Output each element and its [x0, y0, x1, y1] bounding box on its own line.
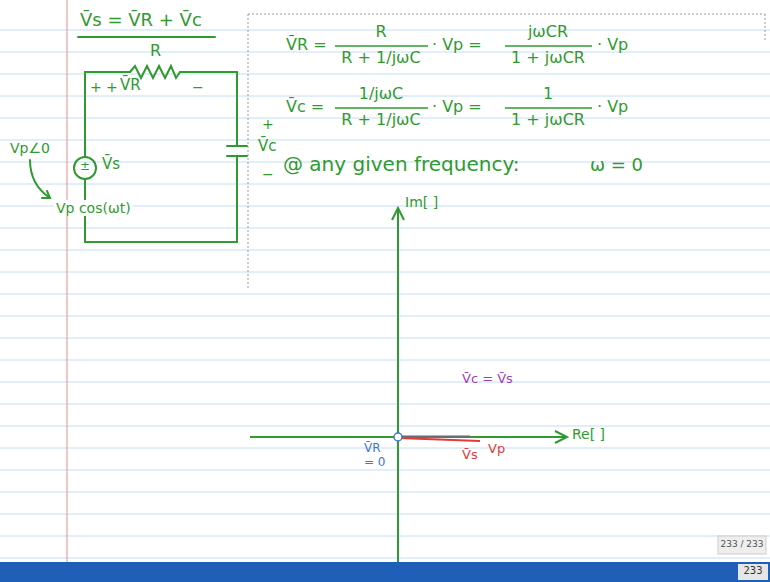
fraction-denominator: 1 + jωCR — [511, 111, 585, 129]
ruled-line — [0, 360, 770, 361]
complex-axes — [250, 208, 567, 562]
axis-label: Re[ ] — [572, 426, 605, 442]
ruled-line — [0, 536, 770, 537]
equation: V̄s = V̄R + V̄c — [80, 10, 202, 31]
fraction-numerator: 1 — [543, 85, 553, 103]
axis-label: Im[ ] — [405, 194, 438, 210]
page-counter: 233 / 233 — [720, 539, 763, 549]
phasor-label: V̄c = V̄s — [462, 372, 513, 387]
ruled-line — [0, 382, 770, 383]
polarity-sign: + — [106, 79, 118, 95]
ruled-line — [0, 558, 770, 559]
phasor-note: Vp∠0 — [10, 140, 50, 156]
voltage-label: V̄R — [120, 77, 141, 94]
fraction-denominator: R + 1/jωC — [341, 49, 420, 67]
ruled-line — [0, 272, 770, 273]
ruled-line — [0, 470, 770, 471]
polarity-sign: − — [192, 79, 204, 95]
ruled-lines — [0, 30, 770, 558]
ruled-line — [0, 338, 770, 339]
note: ω = 0 — [590, 155, 643, 176]
source-symbol — [74, 157, 96, 179]
ruled-line — [0, 74, 770, 75]
ruled-line — [0, 404, 770, 405]
origin-dot — [394, 433, 402, 441]
fraction-numerator: jωCR — [528, 23, 568, 41]
phasor-label: V̄s — [462, 448, 478, 463]
ruled-line — [0, 294, 770, 295]
equation: V̄R = — [286, 36, 327, 54]
page-number: 233 — [743, 565, 762, 577]
page-box — [738, 564, 768, 580]
equation: V̄c = — [286, 98, 324, 116]
underline — [78, 36, 215, 38]
source-sign: ± — [80, 160, 90, 174]
resistor-label: R — [150, 42, 161, 60]
arrowhead — [42, 191, 50, 198]
ruled-line — [0, 514, 770, 515]
ruled-line — [0, 316, 770, 317]
ruled-line — [0, 492, 770, 493]
margin-line — [66, 0, 67, 562]
voltage-label: V̄c — [258, 138, 277, 155]
page-counter-box — [718, 536, 766, 554]
dotted-frame — [248, 14, 765, 290]
fraction-numerator: R — [375, 23, 386, 41]
ruled-line — [0, 250, 770, 251]
equation: · Vp — [597, 36, 628, 54]
bottom-bar — [0, 562, 770, 582]
ruled-line — [0, 184, 770, 185]
equation: · Vp — [597, 98, 628, 116]
polarity-sign: − — [262, 166, 274, 182]
ruled-line — [0, 426, 770, 427]
phasor-vc — [398, 435, 470, 436]
polarity-sign: + — [262, 116, 274, 132]
phasor-vs — [398, 438, 480, 441]
capacitor-symbol — [227, 145, 247, 147]
equation: · Vp = — [432, 36, 482, 54]
equation: · Vp = — [432, 98, 482, 116]
phasor-label: V̄R = 0 — [364, 442, 394, 470]
ruled-line — [0, 140, 770, 141]
polarity-sign: + — [90, 79, 102, 95]
time-signal: Vp cos(ωt) — [54, 200, 133, 216]
fraction-denominator: 1 + jωCR — [511, 49, 585, 67]
rc-circuit — [30, 37, 247, 242]
fraction-denominator: R + 1/jωC — [341, 111, 420, 129]
phasor-label: Vp — [488, 442, 505, 457]
ruled-line — [0, 448, 770, 449]
fraction-numerator: 1/jωC — [359, 85, 404, 103]
ruled-line — [0, 228, 770, 229]
note: @ any given frequency: — [283, 153, 520, 176]
voltage-label: V̄s — [102, 156, 120, 173]
arrow-line — [30, 160, 50, 198]
